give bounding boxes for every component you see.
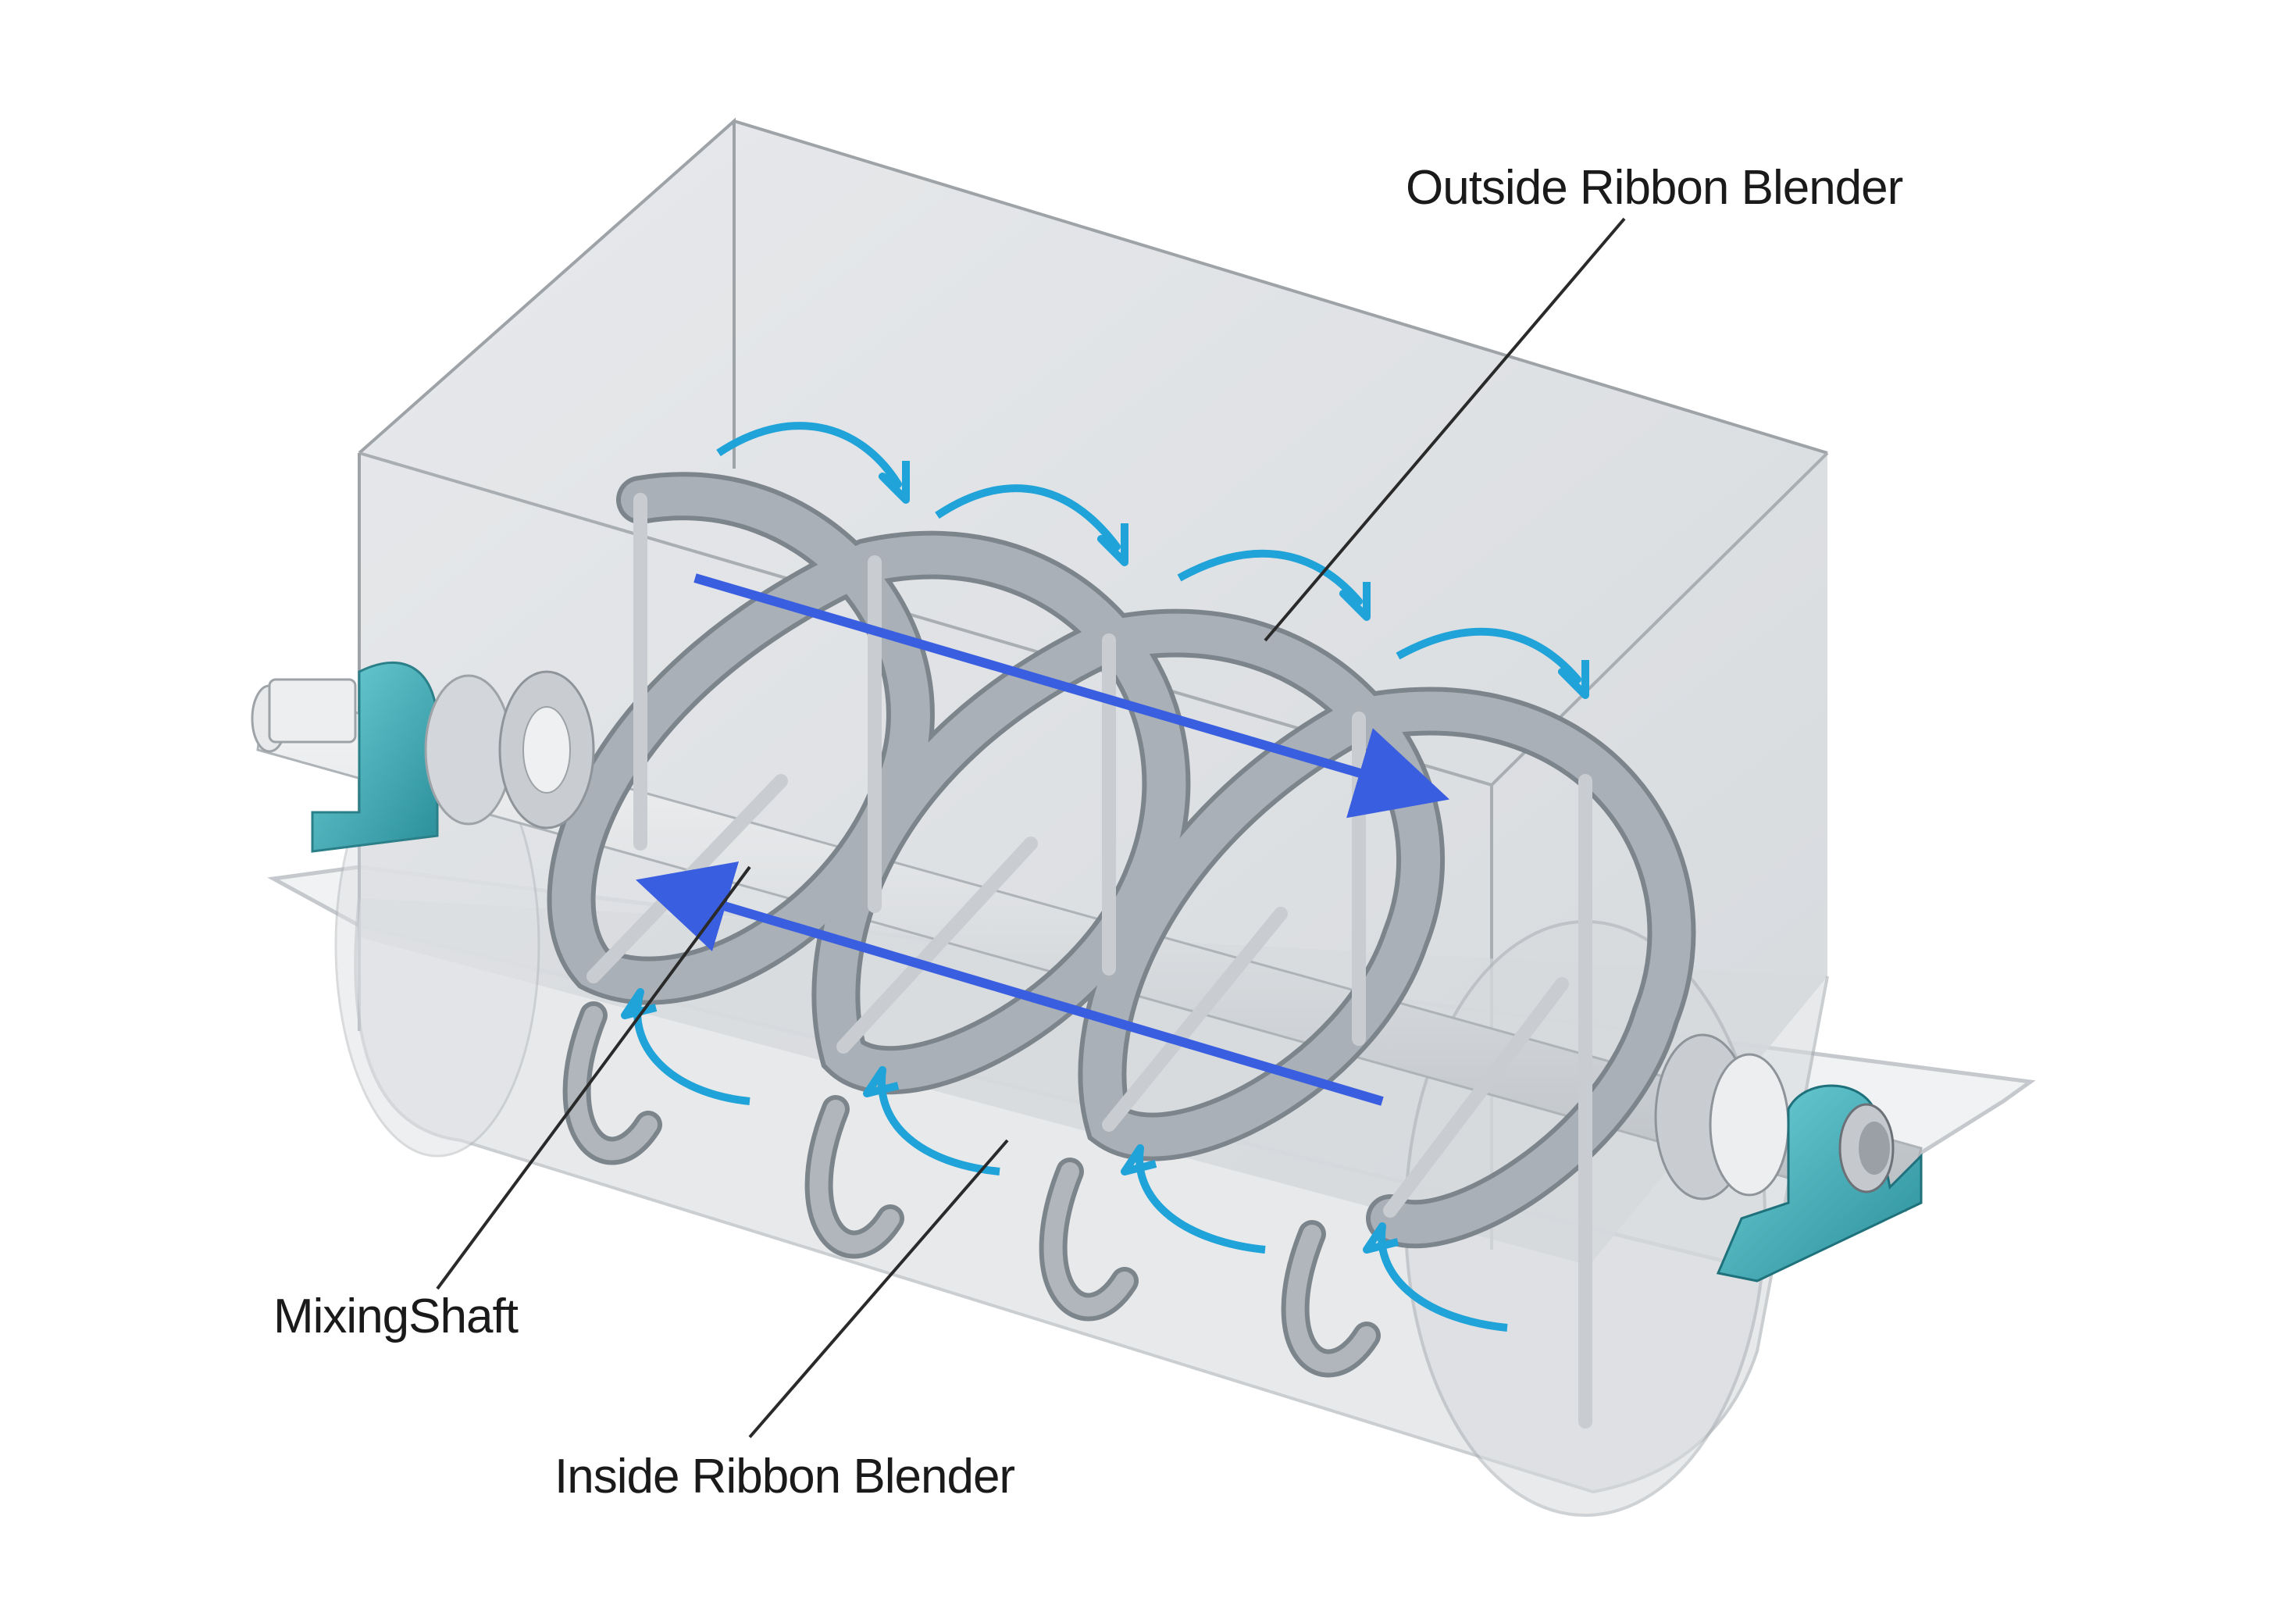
- bottom-arrow-4: [1363, 1222, 1508, 1332]
- leader-mixing-shaft: [436, 865, 751, 1290]
- leader-outside-ribbon: [1264, 217, 1626, 642]
- label-inside-ribbon-blender: Inside Ribbon Blender: [554, 1450, 1015, 1504]
- top-arrow-1: [716, 422, 910, 504]
- top-arrow-4: [1396, 627, 1589, 699]
- label-outside-ribbon-blender: Outside Ribbon Blender: [1406, 161, 1903, 215]
- bottom-arrow-3: [1121, 1144, 1266, 1254]
- leader-inside-ribbon: [748, 1139, 1009, 1439]
- axial-arrow-upper: [693, 573, 1450, 819]
- bottom-arrow-1: [621, 988, 750, 1105]
- axial-flow-arrows: [635, 573, 1450, 1106]
- leader-lines: [436, 217, 1626, 1439]
- label-mixing-shaft: MixingShaft: [273, 1290, 519, 1343]
- bottom-arrow-2: [863, 1066, 1000, 1175]
- top-arrow-3: [1177, 549, 1371, 621]
- bottom-flow-arrows: [621, 988, 1508, 1332]
- inside-ribbon: [562, 1001, 1381, 1378]
- top-flow-arrows: [716, 422, 1589, 699]
- top-arrow-2: [935, 484, 1128, 566]
- left-bearing: [268, 662, 595, 853]
- axial-arrow-lower: [635, 861, 1384, 1106]
- right-bearing: [1654, 1033, 1923, 1282]
